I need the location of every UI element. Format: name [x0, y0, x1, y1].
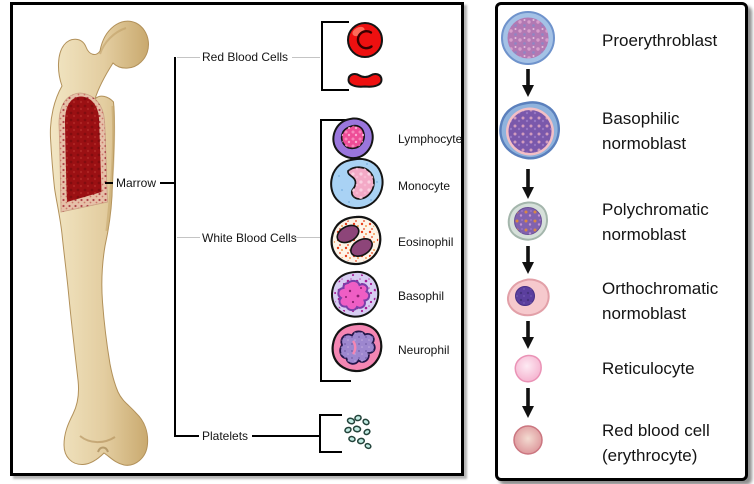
basophilic-normoblast-cell — [499, 101, 560, 160]
eosinophil-nucleus-lobes — [336, 224, 373, 257]
proerythroblast-label: Proerythroblast — [602, 31, 718, 50]
marrow-leader-line-left — [105, 182, 113, 184]
basophilic-normoblast-label: Basophilic normoblast — [602, 109, 687, 153]
monocyte-label: Monocyte — [398, 179, 451, 193]
wbc-branch-line-left — [177, 237, 200, 238]
neutrophil-cell — [331, 322, 383, 373]
red-blood-cells-label: Red Blood Cells — [202, 50, 289, 64]
eosinophil-cell — [330, 215, 382, 266]
rbc-branch-line-right — [292, 57, 320, 58]
basophil-label: Basophil — [398, 289, 445, 303]
arrow-down-icon — [520, 388, 536, 418]
orthochromatic-normoblast-label: Orthochromatic normoblast — [602, 279, 719, 323]
femur-condyle-notch — [97, 446, 109, 453]
arrow-down-icon — [520, 246, 536, 274]
platelets-cluster — [344, 414, 372, 450]
polychromatic-normoblast-label: Polychromatic normoblast — [602, 200, 709, 244]
platelets-branch-line-right — [252, 435, 319, 437]
arrow-down-icon — [520, 69, 536, 97]
orthochromatic-normoblast-cell — [506, 278, 550, 317]
marrow-leader-line-right — [160, 182, 174, 184]
femur-condyle-crease — [79, 435, 116, 444]
femur-outline — [49, 20, 149, 466]
red-blood-cell-side-view — [347, 73, 383, 88]
wbc-group-bracket — [320, 119, 351, 382]
bone-marrow-panel: Marrow Red Blood Cells White Blood Cells… — [10, 2, 464, 476]
monocyte-speckles — [338, 163, 378, 203]
platelets-label: Platelets — [202, 429, 249, 443]
arrow-down-icon — [520, 169, 536, 199]
lymphocyte-cell — [332, 117, 374, 160]
erythropoiesis-panel: Proerythroblast Basophilic normoblast Po… — [495, 2, 748, 481]
platelets-group-bracket — [319, 414, 342, 453]
platelets-branch-line-left — [174, 435, 199, 437]
monocyte-cell — [330, 157, 384, 210]
neutrophil-label: Neurophil — [398, 343, 450, 357]
arrow-down-icon — [520, 321, 536, 349]
rbc-group-bracket — [321, 21, 349, 91]
eosinophil-label: Eosinophil — [398, 235, 454, 249]
reticulocyte-label: Reticulocyte — [602, 359, 695, 378]
basophil-cell — [330, 270, 380, 318]
femur-bone-illustration — [49, 20, 149, 466]
marrow-label: Marrow — [115, 176, 156, 190]
reticulocyte-cell — [514, 354, 542, 383]
basophil-nucleus-dots — [345, 287, 362, 304]
erythrocyte-label: Red blood cell (erythrocyte) — [602, 421, 710, 465]
rbc-branch-line-left — [177, 57, 200, 58]
lymphocyte-label: Lymphocyte — [398, 132, 463, 146]
white-blood-cells-label: White Blood Cells — [202, 231, 297, 245]
proerythroblast-cell — [501, 11, 555, 65]
wbc-branch-line-right — [294, 237, 320, 238]
femur-neck-crease — [99, 27, 127, 55]
red-blood-cell-top-view — [347, 22, 383, 58]
femur-shaft-shading — [105, 105, 116, 232]
main-bracket-line — [174, 57, 176, 437]
erythrocyte-cell — [513, 425, 543, 455]
polychromatic-normoblast-cell — [507, 201, 549, 241]
